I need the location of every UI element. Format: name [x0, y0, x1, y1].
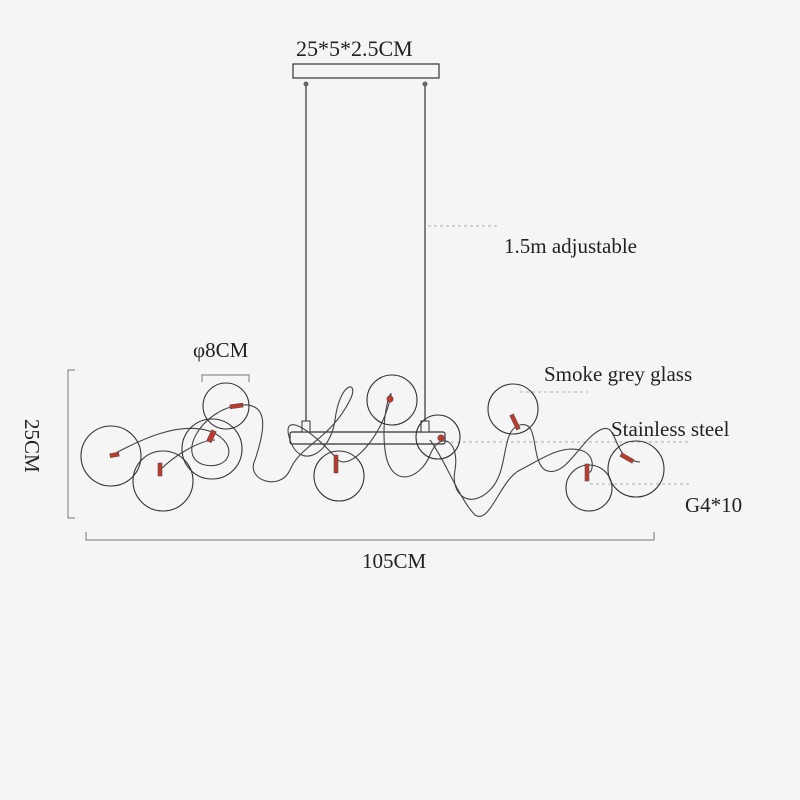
g4-bulb — [386, 395, 394, 403]
stainless-steel-bar — [289, 431, 446, 445]
bulb-type-label: G4*10 — [685, 493, 743, 517]
canopy-screw-right — [422, 81, 428, 87]
glass-globe — [487, 383, 539, 435]
glass-globes — [80, 374, 665, 512]
globe-diameter-label: φ8CM — [193, 338, 249, 362]
cable-length-label: 1.5m adjustable — [504, 234, 637, 258]
globe-dimension-bracket — [201, 374, 250, 382]
glass-globe — [181, 418, 243, 480]
glass-globe — [132, 450, 194, 512]
g4-bulb — [437, 434, 445, 442]
canopy-size-label: 25*5*2.5CM — [296, 36, 413, 61]
glass-globe — [415, 414, 461, 460]
bar-connector-left — [301, 420, 311, 433]
g4-bulb — [619, 452, 635, 464]
g4-bulb — [584, 463, 590, 482]
width-label: 105CM — [362, 549, 427, 573]
g4-bulb — [229, 402, 244, 410]
glass-material-label: Smoke grey glass — [544, 362, 693, 386]
glass-globe — [313, 450, 365, 502]
g4-bulb — [206, 429, 217, 444]
wavy-wire-lower — [159, 439, 593, 517]
g4-bulb — [509, 413, 521, 431]
height-dimension-bracket — [67, 369, 75, 519]
glass-globe — [366, 374, 418, 426]
g4-bulb — [333, 454, 339, 474]
g4-bulbs — [109, 395, 635, 482]
height-label: 25CM — [20, 419, 44, 473]
canopy-screw-left — [303, 81, 309, 87]
ceiling-canopy — [292, 63, 440, 79]
steel-material-label: Stainless steel — [611, 417, 730, 441]
glass-globe — [202, 382, 250, 430]
g4-bulb — [109, 451, 120, 459]
bar-connector-right — [420, 420, 430, 433]
width-dimension-bracket — [85, 532, 655, 541]
glass-globe — [607, 440, 665, 498]
glass-globe — [80, 425, 142, 487]
g4-bulb — [157, 462, 163, 477]
